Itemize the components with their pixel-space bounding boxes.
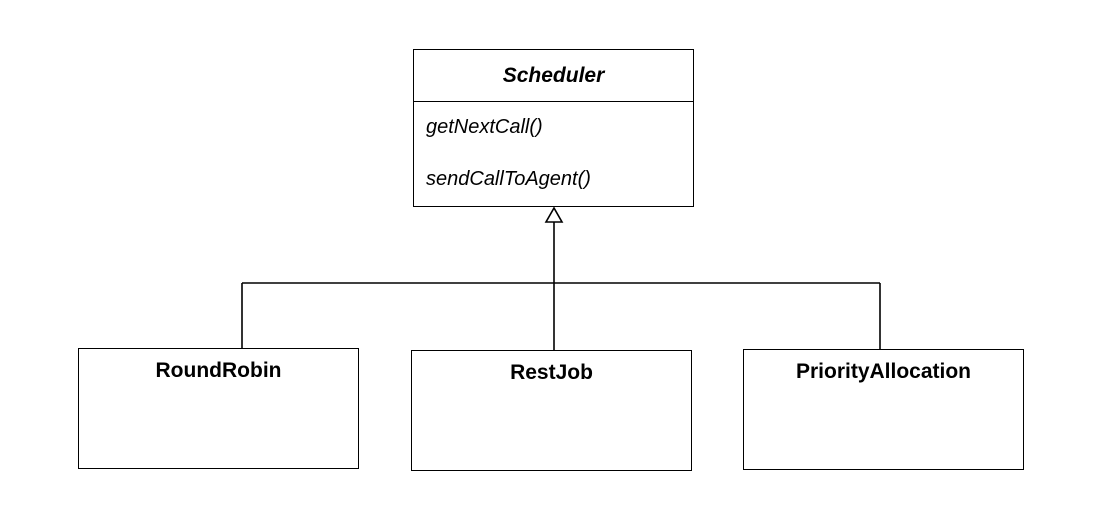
scheduler-class-name: Scheduler: [414, 50, 693, 102]
inheritance-arrowhead: [544, 206, 564, 223]
restjob-class-name: RestJob: [510, 361, 593, 384]
roundrobin-class-name: RoundRobin: [155, 359, 282, 382]
scheduler-class: Scheduler getNextCall() sendCallToAgent(…: [413, 49, 694, 207]
method-send-call-to-agent: sendCallToAgent(): [426, 168, 591, 190]
roundrobin-class: RoundRobin: [78, 348, 359, 469]
priorityallocation-class: PriorityAllocation: [743, 349, 1024, 470]
restjob-class: RestJob: [411, 350, 692, 471]
method-get-next-call: getNextCall(): [426, 116, 543, 138]
priorityallocation-class-name: PriorityAllocation: [795, 360, 972, 383]
